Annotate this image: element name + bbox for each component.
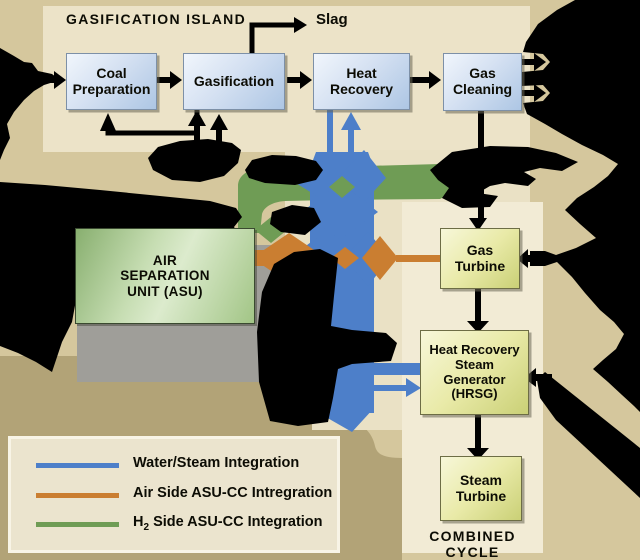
legend-label-air-side: Air Side ASU-CC Intregration <box>133 485 333 501</box>
legend-swatch-h2-side <box>36 522 119 527</box>
right-edge-blob <box>521 0 640 412</box>
gas-turbine-box: Gas Turbine <box>440 228 520 289</box>
h2-ribbon-crossing-diamond <box>329 176 355 198</box>
gasification-island-title: GASIFICATION ISLAND <box>66 11 246 27</box>
heat-recovery-box: Heat Recovery <box>313 53 410 110</box>
legend-swatch-water-steam <box>36 463 119 468</box>
steam-turbine-box: Steam Turbine <box>440 456 522 521</box>
slag-label: Slag <box>316 11 348 28</box>
air-separation-unit-box: AIR SEPARATION UNIT (ASU) <box>75 228 255 324</box>
coal-pile-blob <box>0 48 60 160</box>
black-mask-blobs <box>0 0 640 498</box>
syngas-label-blob <box>430 146 578 208</box>
label-blob-b <box>245 155 323 185</box>
gasification-box: Gasification <box>183 53 285 110</box>
hrsg-box: Heat Recovery Steam Generator (HRSG) <box>420 330 529 415</box>
legend-label-water-steam: Water/Steam Integration <box>133 455 300 471</box>
legend-label-h2-side: H2 Side ASU-CC Integration <box>133 514 323 533</box>
label-blob-e <box>270 205 321 235</box>
label-blob-a <box>148 139 241 182</box>
combined-cycle-title: COMBINED CYCLE <box>429 528 516 560</box>
bottom-right-blob <box>537 372 640 498</box>
legend-swatch-air-side <box>36 493 119 498</box>
coal-preparation-box: Coal Preparation <box>66 53 157 110</box>
gas-cleaning-box: Gas Cleaning <box>443 53 522 111</box>
center-lower-blob <box>257 249 397 426</box>
legend: Water/Steam Integration Air Side ASU-CC … <box>8 436 340 553</box>
